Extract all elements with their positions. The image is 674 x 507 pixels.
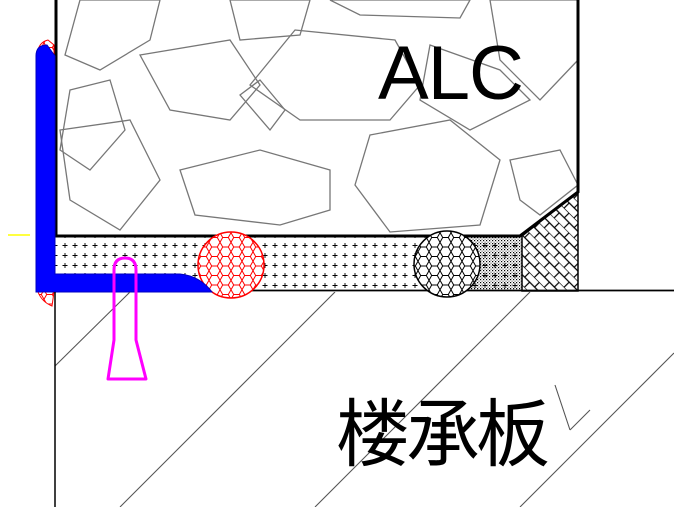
blue-sealing-strip [35, 44, 214, 293]
red-seal-bottom [37, 291, 55, 307]
floor-slab-label: 楼承板 [336, 392, 550, 478]
alc-panel-label: ALC [378, 31, 524, 116]
anchor-pin [106, 256, 148, 381]
floor-slab [54, 292, 674, 507]
basket-hatch-block [521, 190, 579, 292]
